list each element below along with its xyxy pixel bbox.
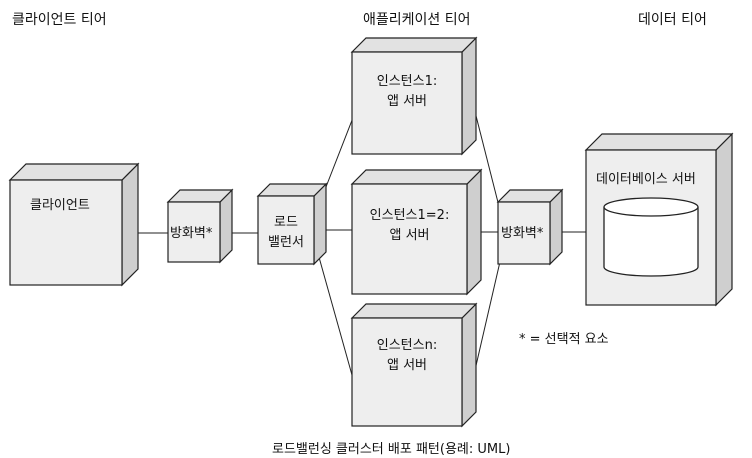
instance3-label: 인스턴스n: 앱 서버 bbox=[352, 336, 462, 376]
firewall-left-label: 방화벽* bbox=[170, 226, 213, 241]
client-node bbox=[8, 162, 140, 287]
diagram-caption: 로드밸런싱 클러스터 배포 패턴(용례: UML) bbox=[272, 442, 511, 457]
instance3-label-line2: 앱 서버 bbox=[386, 358, 427, 373]
load-balancer-node-top-face bbox=[256, 183, 328, 197]
instance2-label-line2: 앱 서버 bbox=[389, 228, 430, 243]
application-tier-title: 애플리케이션 티어 bbox=[363, 12, 471, 28]
instance2-node-side-face bbox=[466, 168, 482, 296]
instance1-label-line2: 앱 서버 bbox=[386, 94, 427, 109]
instance3-node-side-face bbox=[461, 302, 477, 428]
instance1-node-front-face bbox=[351, 51, 463, 155]
instance2-node bbox=[350, 168, 483, 296]
firewall-left-node bbox=[166, 188, 234, 264]
firewall-right-node-side-face bbox=[549, 188, 563, 266]
firewall-right-node-front-face bbox=[497, 201, 551, 265]
instance1-label-line1: 인스턴스1: bbox=[376, 74, 438, 89]
instance3-node bbox=[350, 302, 478, 428]
database-server-node-top-face bbox=[584, 133, 734, 151]
instance2-node-front-face bbox=[351, 183, 468, 295]
instance1-node-side-face bbox=[461, 36, 477, 156]
load-balancer-label-line1: 로드 bbox=[274, 215, 298, 230]
firewall-right-node bbox=[496, 188, 564, 266]
load-balancer-node-side-face bbox=[313, 182, 327, 266]
instance3-node-front-face bbox=[351, 317, 463, 427]
client-node-top-face bbox=[8, 163, 140, 181]
instance1-label: 인스턴스1: 앱 서버 bbox=[352, 72, 462, 112]
client-tier-title: 클라이언트 티어 bbox=[12, 12, 107, 28]
firewall-right-label: 방화벽* bbox=[501, 226, 544, 241]
instance3-node-top-face bbox=[350, 303, 478, 319]
load-balancer-node bbox=[256, 182, 328, 266]
data-tier-title: 데이터 티어 bbox=[638, 12, 707, 28]
instance2-node-top-face bbox=[350, 169, 483, 185]
instance1-node-top-face bbox=[350, 37, 478, 53]
instance3-label-line1: 인스턴스n: bbox=[376, 338, 438, 353]
firewall-left-node-front-face bbox=[167, 201, 221, 263]
database-server-node-side-face bbox=[715, 132, 733, 307]
database-cylinder-icon bbox=[603, 197, 699, 277]
instance2-label-line1: 인스턴스1=2: bbox=[369, 208, 450, 223]
client-node-front-face bbox=[9, 179, 123, 286]
firewall-left-node-top-face bbox=[166, 189, 234, 203]
load-balancer-node-front-face bbox=[257, 195, 315, 265]
firewall-right-node-top-face bbox=[496, 189, 564, 203]
database-server-label: 데이터베이스 서버 bbox=[596, 172, 696, 187]
load-balancer-label-line2: 밸런서 bbox=[268, 235, 304, 250]
legend-note: * = 선택적 요소 bbox=[519, 332, 609, 347]
instance2-label: 인스턴스1=2: 앱 서버 bbox=[352, 206, 467, 246]
client-label: 클라이언트 bbox=[30, 198, 90, 213]
client-node-side-face bbox=[121, 162, 139, 287]
load-balancer-label: 로드 밸런서 bbox=[258, 213, 314, 253]
connector-loadbalancer-instance3 bbox=[316, 249, 353, 376]
instance1-node bbox=[350, 36, 478, 156]
